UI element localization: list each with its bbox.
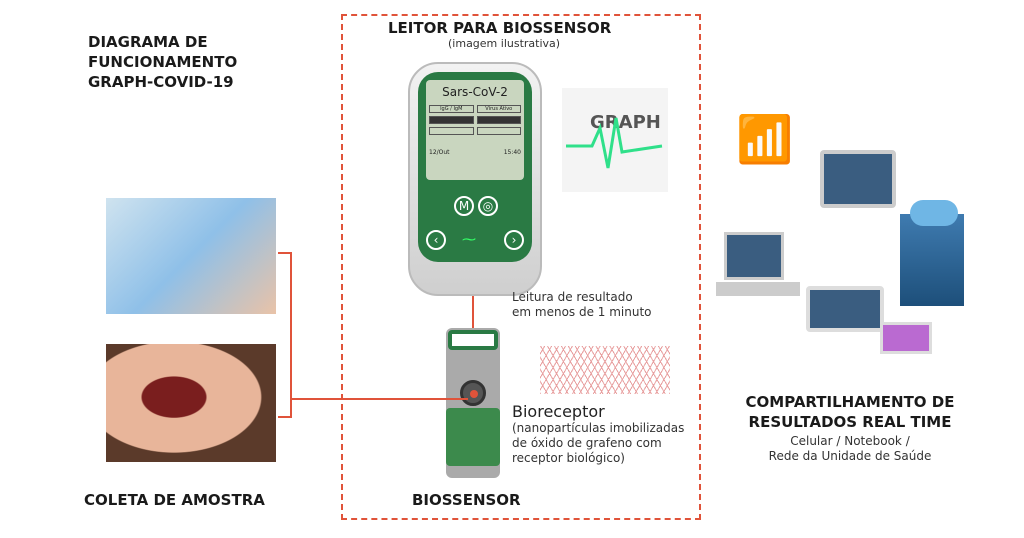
laptop-icon (724, 232, 784, 280)
title-line: DIAGRAMA DE (88, 33, 208, 51)
phone-icon (880, 322, 932, 354)
graph-logo: GRAPH (562, 88, 668, 192)
bioreceptor-title: Bioreceptor (512, 402, 605, 421)
connector-line (472, 296, 474, 330)
sharing-title-line: RESULTADOS REAL TIME (748, 413, 952, 431)
sharing-title: COMPARTILHAMENTO DE RESULTADOS REAL TIME (730, 392, 970, 432)
logo-text: GRAPH (590, 112, 661, 133)
screen-date: 12/Out (429, 149, 450, 156)
reading-note: Leitura de resultado em menos de 1 minut… (512, 290, 652, 320)
bioreceptor-text: Bioreceptor (nanopartículas imobilizadas… (512, 402, 684, 466)
title-line: FUNCIONAMENTO (88, 53, 238, 71)
pulse-icon: ⁓ (462, 232, 476, 248)
screen-col1: IgG / IgM (429, 105, 474, 113)
reader-title: LEITOR PARA BIOSSENSOR (388, 19, 612, 37)
power-button-icon: ◎ (478, 196, 498, 216)
sample-connector-line (292, 398, 468, 400)
biosensor-label: BIOSSENSOR (412, 491, 521, 509)
cloud-icon (910, 200, 958, 226)
sharing-title-line: COMPARTILHAMENTO DE (745, 393, 955, 411)
wifi-icon: 📶 (736, 112, 794, 166)
laptop-base (716, 282, 800, 296)
bioreceptor-desc: (nanopartículas imobilizadas (512, 421, 685, 435)
sample-label: COLETA DE AMOSTRA (84, 491, 265, 509)
screen-title: Sars-CoV-2 (442, 85, 508, 99)
sharing-desc-line: Celular / Notebook / (790, 434, 910, 448)
title-line: GRAPH-COVID-19 (88, 73, 234, 91)
biosensor-chip (446, 328, 500, 478)
tablet-icon (806, 286, 884, 332)
right-arrow-icon: › (504, 230, 524, 250)
screen-time: 15:40 (503, 149, 521, 156)
biosensor-frame (341, 14, 701, 520)
finger-prick-photo (106, 198, 276, 314)
bioreceptor-desc: de óxido de grafeno com (512, 436, 662, 450)
graphene-lattice (540, 346, 670, 394)
screen-col2: Vírus Ativo (476, 105, 521, 113)
server-icon (900, 214, 964, 306)
m-button: M (454, 196, 474, 216)
left-arrow-icon: ‹ (426, 230, 446, 250)
reading-line: Leitura de resultado (512, 290, 633, 304)
saliva-swab-photo (106, 344, 276, 462)
desktop-icon (820, 150, 896, 208)
bioreceptor-desc: receptor biológico) (512, 451, 625, 465)
sharing-desc: Celular / Notebook / Rede da Unidade de … (730, 434, 970, 464)
reading-line: em menos de 1 minuto (512, 305, 652, 319)
diagram-title: DIAGRAMA DE FUNCIONAMENTO GRAPH-COVID-19 (88, 32, 237, 92)
sharing-desc-line: Rede da Unidade de Saúde (768, 449, 932, 463)
reader-subtitle: (imagem ilustrativa) (448, 37, 561, 50)
